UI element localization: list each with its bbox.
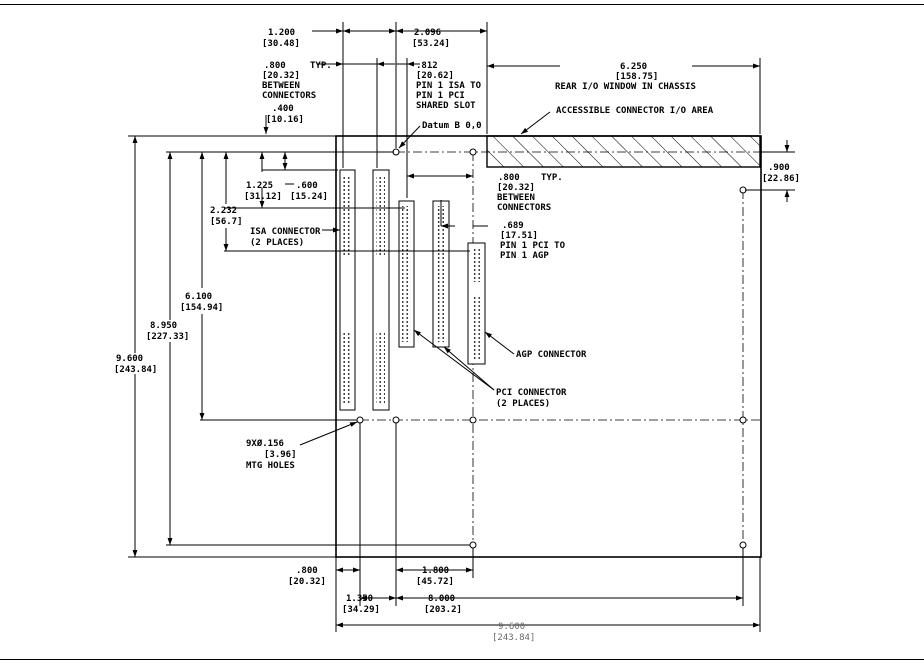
svg-text:.900: .900 [768,163,790,173]
svg-text:[17.51]: [17.51] [500,231,538,241]
svg-text:9XØ.156: 9XØ.156 [246,438,284,449]
pci-callout: PCI CONNECTOR (2 PLACES) [413,329,567,409]
dim-9600-bottom: 9.600 [243.84] [336,622,760,643]
isa-callout: ISA CONNECTOR (2 PLACES) [250,227,340,248]
svg-text:CONNECTORS: CONNECTORS [497,203,551,213]
svg-text:CONNECTORS: CONNECTORS [262,91,316,101]
dim-600: .600 [15.24] [282,152,328,202]
svg-text:.800: .800 [264,61,286,71]
agp-callout: AGP CONNECTOR [484,331,587,360]
svg-text:6.250: 6.250 [620,62,647,72]
dim-800-pci: .800 TYP. [20.32] BETWEEN CONNECTORS [407,173,563,213]
bottom-extension-lines [335,423,761,632]
svg-text:.800: .800 [296,566,318,576]
svg-text:.800: .800 [498,173,520,183]
svg-text:(2 PLACES): (2 PLACES) [496,399,550,409]
svg-text:PCI CONNECTOR: PCI CONNECTOR [496,388,567,398]
svg-text:ISA CONNECTOR: ISA CONNECTOR [250,227,321,237]
svg-text:[31.12]: [31.12] [244,192,282,202]
svg-text:[34.29]: [34.29] [342,605,380,615]
left-extension-lines [128,151,470,558]
svg-text:ACCESSIBLE CONNECTOR I/O AREA: ACCESSIBLE CONNECTOR I/O AREA [556,106,714,116]
dim-900: .900 [22.86] [745,140,800,202]
svg-text:8.950: 8.950 [150,321,177,331]
svg-text:[56.7]: [56.7] [210,217,243,227]
holes-callout: 9XØ.156 [3.96] MTG HOLES [246,421,358,471]
svg-text:9.600: 9.600 [498,622,525,632]
svg-text:[10.16]: [10.16] [266,115,304,125]
svg-text:1.800: 1.800 [422,566,449,576]
dim-1800-bottom: 1.800 [45.72] [396,566,473,587]
svg-text:[227.33]: [227.33] [146,332,189,342]
pci-connector-1 [398,200,415,348]
svg-text:[20.32]: [20.32] [497,183,535,193]
dim-2096: 2.096 [53.24] [396,28,487,49]
dim-800-isa: .800 TYP. [20.32] BETWEEN CONNECTORS [262,61,395,101]
dim-1225: 1.225 [31.12] [244,152,282,208]
svg-text:PIN 1 AGP: PIN 1 AGP [500,251,549,261]
svg-text:[243.84]: [243.84] [114,365,157,375]
svg-text:TYP.: TYP. [310,61,332,71]
svg-text:1.200: 1.200 [268,28,295,38]
svg-text:PIN 1 PCI: PIN 1 PCI [416,91,465,101]
svg-text:.400: .400 [272,104,294,114]
dim-689: .689 [17.51] PIN 1 PCI TO PIN 1 AGP [440,200,566,261]
dim-9600-left: 9.600 [243.84] [114,136,157,557]
svg-text:[30.48]: [30.48] [262,39,300,49]
dim-400: .400 [10.16] [128,104,336,137]
dim-1350-bottom: 1.350 [34.29] [342,594,396,615]
svg-text:[20.32]: [20.32] [288,577,326,587]
svg-text:AGP CONNECTOR: AGP CONNECTOR [516,350,587,360]
svg-text:.812: .812 [416,61,438,71]
svg-text:[53.24]: [53.24] [412,39,450,49]
svg-text:9.600: 9.600 [116,354,143,364]
svg-text:[203.2]: [203.2] [424,605,462,615]
datum-callout: Datum B 0,0 [398,121,482,149]
svg-text:TYP.: TYP. [541,173,563,183]
svg-text:[243.84]: [243.84] [492,633,535,643]
svg-text:BETWEEN: BETWEEN [262,81,300,91]
dim-8950: 8.950 [227.33] [146,152,189,545]
dim-6250: 6.250 [158.75] REAR I/O WINDOW IN CHASSI… [487,62,760,92]
svg-text:1.225: 1.225 [246,181,273,191]
svg-text:SHARED SLOT: SHARED SLOT [416,101,476,111]
accessible-io-area [486,135,761,168]
svg-text:[22.86]: [22.86] [762,174,800,184]
isa-connector-1 [339,169,356,411]
svg-text:REAR I/O WINDOW IN CHASSIS: REAR I/O WINDOW IN CHASSIS [555,82,696,92]
io-area-callout: ACCESSIBLE CONNECTOR I/O AREA [520,106,714,135]
svg-text:.600: .600 [296,181,318,191]
svg-text:[45.72]: [45.72] [416,577,454,587]
svg-text:.689: .689 [502,221,524,231]
svg-text:2.096: 2.096 [414,28,441,38]
mounting-holes [356,148,747,549]
isa-connector-2 [372,169,390,411]
svg-text:1.350: 1.350 [346,594,373,604]
svg-text:PIN 1 ISA TO: PIN 1 ISA TO [416,81,482,91]
dim-800-bottom: .800 [20.32] [288,566,360,587]
svg-text:[154.94]: [154.94] [180,303,223,313]
dim-6100: 6.100 [154.94] [180,152,223,420]
dim-8000-bottom: 8.000 [203.2] [396,594,743,615]
svg-text:2.232: 2.232 [210,206,237,216]
dim-2232: 2.232 [56.7] [210,152,243,251]
svg-text:Datum B 0,0: Datum B 0,0 [422,121,482,131]
svg-text:[3.96]: [3.96] [264,450,297,460]
svg-text:PIN 1 PCI TO: PIN 1 PCI TO [500,241,566,251]
svg-text:[20.32]: [20.32] [262,71,300,81]
dim-812: .812 [20.62] PIN 1 ISA TO PIN 1 PCI SHAR… [396,61,482,111]
svg-text:[20.62]: [20.62] [416,71,454,81]
svg-text:MTG HOLES: MTG HOLES [246,461,295,471]
svg-text:BETWEEN: BETWEEN [497,193,535,203]
svg-text:6.100: 6.100 [185,292,212,302]
svg-text:[158.75]: [158.75] [615,72,658,82]
svg-text:[15.24]: [15.24] [290,192,328,202]
dim-1200: 1.200 [30.48] [262,28,396,49]
agp-connector [467,242,486,365]
svg-text:(2 PLACES): (2 PLACES) [250,238,304,248]
svg-text:8.000: 8.000 [428,594,455,604]
